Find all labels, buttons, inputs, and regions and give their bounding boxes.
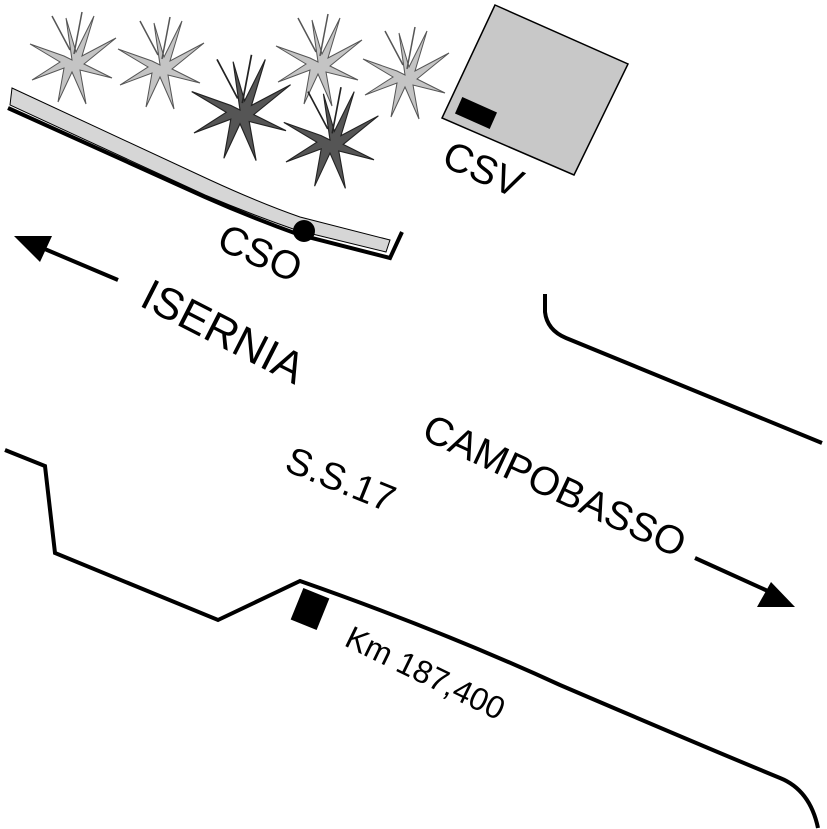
road-edge-north-east bbox=[543, 294, 823, 445]
leafy-plant-icon bbox=[275, 13, 363, 107]
km-label: Km 187,400 bbox=[340, 619, 511, 727]
leafy-plant-icon bbox=[190, 53, 292, 162]
leafy-plant-icon bbox=[117, 16, 205, 110]
road-label: S.S.17 bbox=[280, 439, 402, 521]
arrow-icon-campobasso bbox=[694, 556, 795, 607]
sidewalk-strip bbox=[9, 87, 391, 253]
road-edge-south bbox=[4, 448, 820, 829]
km-marker bbox=[290, 587, 330, 631]
leafy-plant-icon bbox=[29, 11, 117, 105]
campobasso-label: CAMPOBASSO bbox=[416, 406, 692, 566]
plant-row-dark bbox=[190, 53, 380, 190]
csv-station-marker bbox=[454, 97, 498, 129]
building bbox=[440, 4, 630, 176]
cso-station-marker bbox=[293, 220, 315, 242]
arrow-icon-isernia bbox=[14, 236, 119, 282]
leafy-plant-icon bbox=[362, 26, 450, 120]
